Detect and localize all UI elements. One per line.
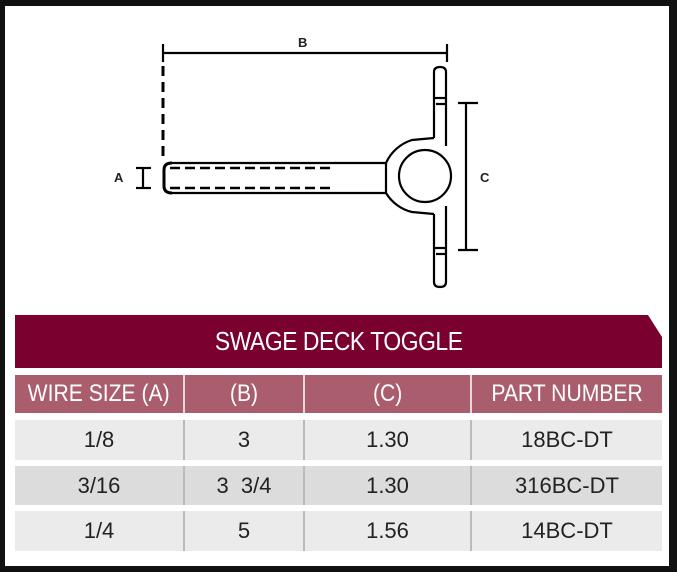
cell-part-number: 14BC-DT bbox=[472, 511, 662, 551]
cell-wire-size: 1/4 bbox=[15, 511, 185, 551]
cell-c: 1.30 bbox=[305, 420, 472, 460]
cell-part-number: 18BC-DT bbox=[472, 420, 662, 460]
toggle-diagram: A B C bbox=[114, 35, 490, 289]
table-header-row: WIRE SIZE (A) (B) (C) PART NUMBER bbox=[15, 375, 662, 413]
header-b: (B) bbox=[185, 375, 305, 413]
cell-part-number: 316BC-DT bbox=[472, 466, 662, 505]
header-c: (C) bbox=[305, 375, 472, 413]
header-wire-size: WIRE SIZE (A) bbox=[15, 375, 185, 413]
header-part-number: PART NUMBER bbox=[472, 375, 662, 413]
cell-b: 5 bbox=[185, 511, 305, 551]
dim-c-label: C bbox=[480, 170, 490, 185]
dim-b-label: B bbox=[298, 35, 308, 50]
table-row: 3/16 3 3/4 1.30 316BC-DT bbox=[15, 466, 662, 505]
table-row: 1/8 3 1.30 18BC-DT bbox=[15, 420, 662, 460]
cell-b: 3 bbox=[185, 420, 305, 460]
cell-c: 1.56 bbox=[305, 511, 472, 551]
table-title-bar: SWAGE DECK TOGGLE bbox=[15, 315, 662, 368]
table-title: SWAGE DECK TOGGLE bbox=[214, 326, 463, 356]
dim-a-label: A bbox=[114, 170, 124, 185]
cell-c: 1.30 bbox=[305, 466, 472, 505]
toggle-drawing bbox=[136, 44, 478, 289]
cell-wire-size: 1/8 bbox=[15, 420, 185, 460]
cell-b: 3 3/4 bbox=[185, 466, 305, 505]
cell-wire-size: 3/16 bbox=[15, 466, 185, 505]
table-row: 1/4 5 1.56 14BC-DT bbox=[15, 511, 662, 551]
